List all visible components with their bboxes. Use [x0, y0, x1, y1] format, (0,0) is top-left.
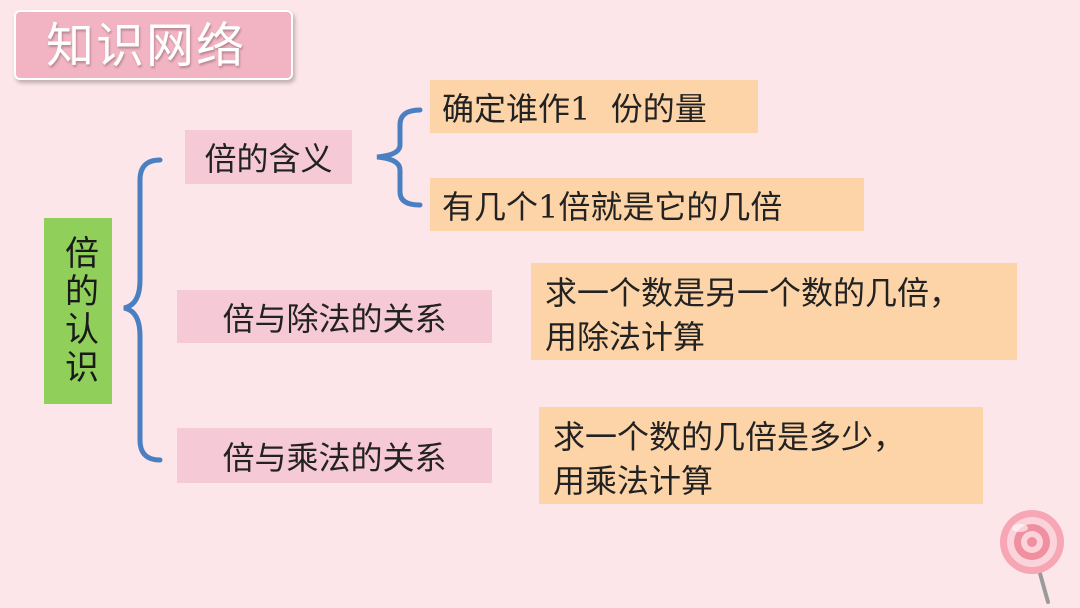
detail-text: 有几个1倍就是它的几倍 [442, 187, 783, 226]
detail-node-multiple: 有几个1倍就是它的几倍 [430, 178, 864, 231]
detail-node-division: 求一个数是另一个数的几倍， 用除法计算 [531, 263, 1017, 360]
detail-line: 求一个数的几倍是多少， [553, 418, 906, 456]
lollipop-icon [1000, 510, 1064, 604]
branch-node-multiplication: 倍与乘法的关系 [177, 428, 492, 483]
sub-brace [376, 107, 423, 208]
detail-node-unit-quantity: 确定谁作1 份的量 [430, 80, 758, 133]
detail-line: 用乘法计算 [553, 462, 714, 500]
detail-node-multiplication: 求一个数的几倍是多少， 用乘法计算 [539, 407, 983, 504]
root-node: 倍的认识 [44, 218, 112, 404]
section-title: 知识网络 [46, 18, 247, 74]
root-label: 倍的认识 [58, 235, 99, 387]
section-title-box: 知识网络 [14, 10, 293, 80]
detail-text: 确定谁作1 份的量 [442, 89, 707, 128]
branch-label: 倍与除法的关系 [222, 299, 447, 338]
branch-node-meaning: 倍的含义 [185, 130, 352, 184]
detail-line: 求一个数是另一个数的几倍， [545, 274, 962, 312]
branch-node-division: 倍与除法的关系 [177, 290, 492, 343]
branch-label: 倍的含义 [204, 140, 333, 178]
main-brace [123, 157, 163, 463]
branch-label: 倍与乘法的关系 [222, 438, 447, 477]
detail-line: 用除法计算 [545, 318, 706, 356]
